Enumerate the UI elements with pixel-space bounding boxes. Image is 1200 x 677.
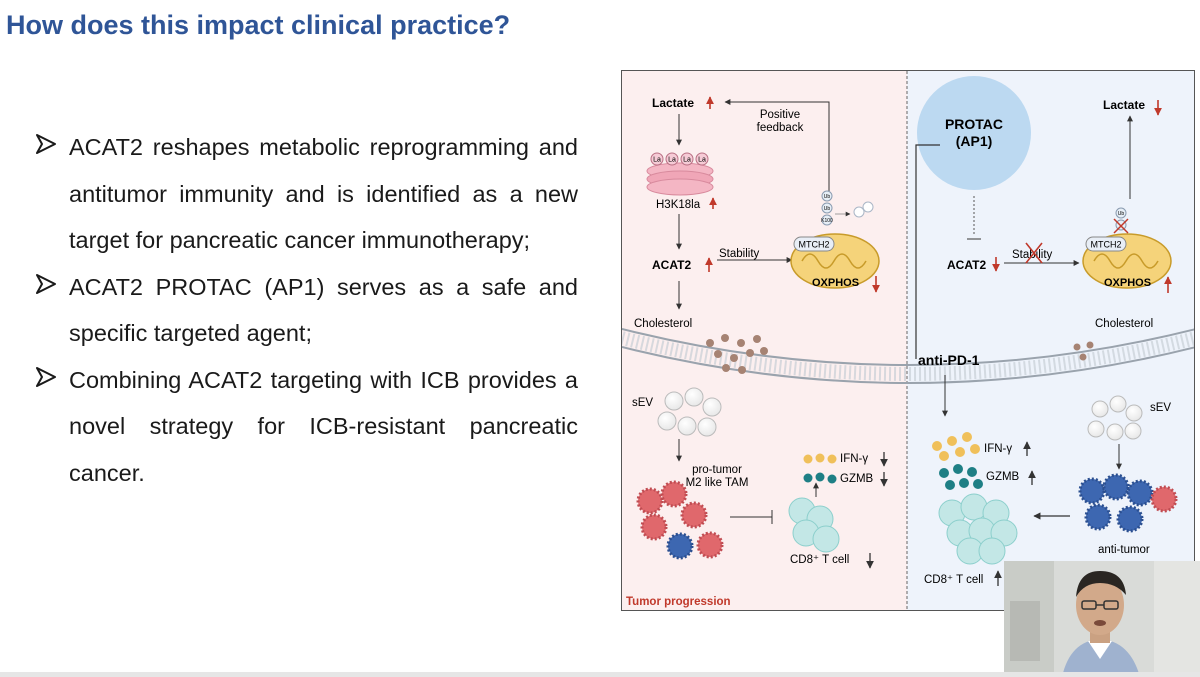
histone-icon <box>646 162 714 196</box>
cd8-t-cells <box>788 497 840 553</box>
arrow-bullet-icon <box>36 134 56 154</box>
svg-text:Ub: Ub <box>824 206 831 212</box>
bullet-item: Combining ACAT2 targeting with ICB provi… <box>34 357 578 497</box>
tumor-progression-label: Tumor progression <box>626 596 731 608</box>
anti-tumor-label: anti-tumor <box>1098 544 1150 556</box>
presenter-webcam <box>1004 561 1200 677</box>
left-gzmb-label: GZMB <box>840 473 874 485</box>
protac-label: PROTAC(AP1) <box>945 116 1003 149</box>
ub-chain-icon: Ub Ub K100 <box>821 190 874 226</box>
left-sev-label: sEV <box>632 397 653 409</box>
right-lactate-label: Lactate <box>1103 98 1145 112</box>
anti-tumor-tam-cells <box>1078 473 1178 533</box>
left-cd8-label: CD8⁺ T cell <box>790 554 849 566</box>
left-acat2-label: ACAT2 <box>652 258 691 272</box>
svg-text:La: La <box>698 157 706 164</box>
cd8-t-cells <box>938 493 1018 565</box>
blocked-x-icon <box>1025 242 1043 264</box>
gzmb-dots <box>803 472 837 484</box>
slide-title: How does this impact clinical practice? <box>6 10 511 40</box>
left-oxphos-label: OXPHOS <box>812 277 859 289</box>
left-ifn-label: IFN-γ <box>840 453 868 465</box>
h3k18la-label: H3K18la <box>656 199 701 211</box>
bottom-divider <box>0 672 1200 677</box>
bullet-list: ACAT2 reshapes metabolic reprogramming a… <box>34 124 578 496</box>
mitochondrion-icon <box>790 233 880 289</box>
cholesterol-dots <box>1073 341 1094 361</box>
svg-text:K100: K100 <box>821 218 833 224</box>
cell-membrane <box>622 328 1194 384</box>
svg-text:Ub: Ub <box>1118 211 1125 217</box>
inhibition-icon <box>730 510 773 524</box>
bullet-text: Combining ACAT2 targeting with ICB provi… <box>69 366 578 486</box>
right-cholesterol-label: Cholesterol <box>1095 318 1153 330</box>
svg-text:Ub: Ub <box>824 194 831 200</box>
ifn-gamma-dots <box>803 453 837 464</box>
right-sev-label: sEV <box>1150 402 1171 414</box>
left-stability-label: Stability <box>719 248 760 260</box>
right-ifn-label: IFN-γ <box>984 443 1012 455</box>
la-tags: La La La La <box>650 152 709 166</box>
right-acat2-label: ACAT2 <box>947 258 986 272</box>
svg-text:La: La <box>683 157 691 164</box>
right-mtch2-label: MTCH2 <box>1091 240 1122 250</box>
left-mtch2-label: MTCH2 <box>799 240 830 250</box>
ub-chain-icon: Ub <box>1113 207 1129 234</box>
anti-pd1-label: anti-PD-1 <box>918 352 980 368</box>
bullet-item: ACAT2 PROTAC (AP1) serves as a safe and … <box>34 264 578 357</box>
arrow-bullet-icon <box>36 366 56 387</box>
svg-text:La: La <box>653 157 661 164</box>
mitochondrion-icon <box>1082 233 1172 289</box>
right-oxphos-label: OXPHOS <box>1104 277 1151 289</box>
gzmb-dots <box>939 464 983 490</box>
right-gzmb-label: GZMB <box>986 471 1020 483</box>
bullet-text: ACAT2 reshapes metabolic reprogramming a… <box>69 134 578 253</box>
svg-text:La: La <box>668 157 676 164</box>
left-lactate-label: Lactate <box>652 96 694 110</box>
ifn-gamma-dots <box>932 432 980 461</box>
right-cd8-label: CD8⁺ T cell <box>924 574 983 586</box>
cholesterol-dots <box>706 334 768 374</box>
arrow-bullet-icon <box>36 273 56 294</box>
left-cholesterol-label: Cholesterol <box>634 318 692 330</box>
bullet-item: ACAT2 reshapes metabolic reprogramming a… <box>34 124 578 264</box>
sev-vesicles <box>1087 395 1143 441</box>
sev-vesicles <box>657 387 722 437</box>
bullet-text: ACAT2 PROTAC (AP1) serves as a safe and … <box>69 273 578 347</box>
m2-tam-cells <box>636 480 724 560</box>
protac-circle <box>917 76 1031 190</box>
